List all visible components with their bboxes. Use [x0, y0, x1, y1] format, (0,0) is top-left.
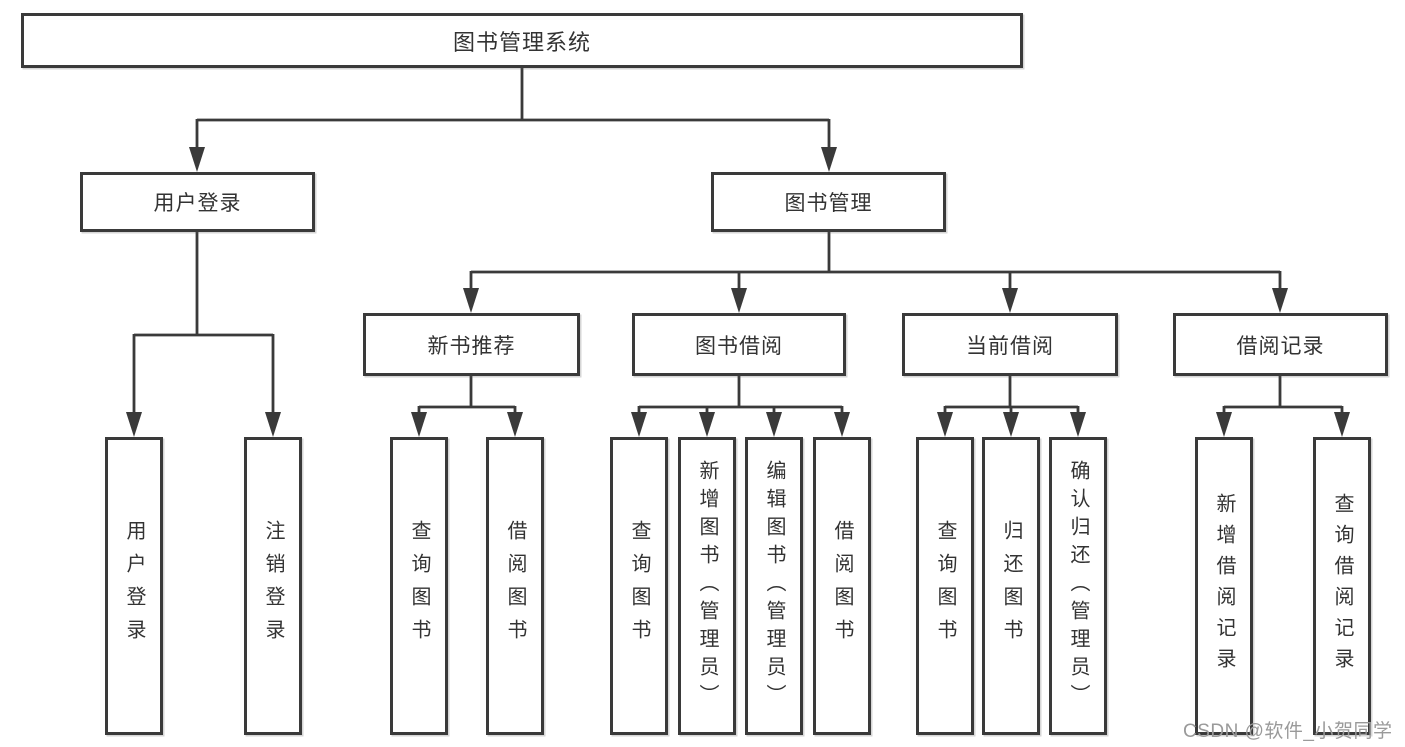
leaf-bb-edit-books-admin: 编辑图书（管理员） — [745, 437, 803, 735]
arrowhead-br-add — [1216, 412, 1232, 437]
arrowhead-leaf-login — [126, 412, 142, 437]
arrowhead-book-borrow — [731, 288, 747, 313]
leaf-br-query-record: 查询借阅记录 — [1313, 437, 1371, 735]
connector-root — [195, 68, 831, 148]
leaf-bb-add-books-admin: 新增图书（管理员） — [678, 437, 736, 735]
arrowhead-current-borrow — [1002, 288, 1018, 313]
node-user-login: 用户登录 — [80, 172, 315, 232]
connector-book-mgmt — [469, 232, 1282, 290]
node-current-borrow: 当前借阅 — [902, 313, 1118, 376]
leaf-rec-borrow-books: 借阅图书 — [486, 437, 544, 735]
leaf-logout: 注销登录 — [244, 437, 302, 735]
leaf-br-add-record: 新增借阅记录 — [1195, 437, 1253, 735]
connector-borrow-record — [1222, 376, 1344, 414]
arrowhead-cur-confirm — [1070, 412, 1086, 437]
arrowhead-bb-borrow — [834, 412, 850, 437]
arrowhead-br-query — [1334, 412, 1350, 437]
connector-current-borrow — [943, 376, 1080, 414]
arrowhead-book-mgmt — [821, 147, 837, 172]
watermark-text: CSDN @软件_小贺同学 — [1183, 721, 1393, 742]
arrowhead-rec-borrow — [507, 412, 523, 437]
leaf-cur-confirm-return-admin: 确认归还（管理员） — [1049, 437, 1107, 735]
leaf-cur-query-books: 查询图书 — [916, 437, 974, 735]
arrowhead-cur-query — [937, 412, 953, 437]
leaf-user-login: 用户登录 — [105, 437, 163, 735]
node-new-book-recommend: 新书推荐 — [363, 313, 580, 376]
arrowhead-bb-add — [699, 412, 715, 437]
arrowhead-bb-query — [631, 412, 647, 437]
leaf-bb-query-books: 查询图书 — [610, 437, 668, 735]
arrowhead-new-book-rec — [463, 288, 479, 313]
arrowhead-leaf-logout — [265, 412, 281, 437]
arrowhead-borrow-record — [1272, 288, 1288, 313]
connector-book-borrow — [637, 376, 844, 414]
node-book-borrow: 图书借阅 — [632, 313, 846, 376]
arrowhead-cur-return — [1003, 412, 1019, 437]
node-root: 图书管理系统 — [21, 13, 1023, 68]
leaf-cur-return-books: 归还图书 — [982, 437, 1040, 735]
node-book-mgmt: 图书管理 — [711, 172, 946, 232]
arrowhead-bb-edit — [766, 412, 782, 437]
node-borrow-records: 借阅记录 — [1173, 313, 1388, 376]
leaf-bb-borrow-books: 借阅图书 — [813, 437, 871, 735]
arrowhead-user-login — [189, 147, 205, 172]
connector-new-book-rec — [417, 376, 517, 414]
arrowhead-rec-query — [411, 412, 427, 437]
connector-user-login — [132, 232, 275, 413]
leaf-rec-query-books: 查询图书 — [390, 437, 448, 735]
